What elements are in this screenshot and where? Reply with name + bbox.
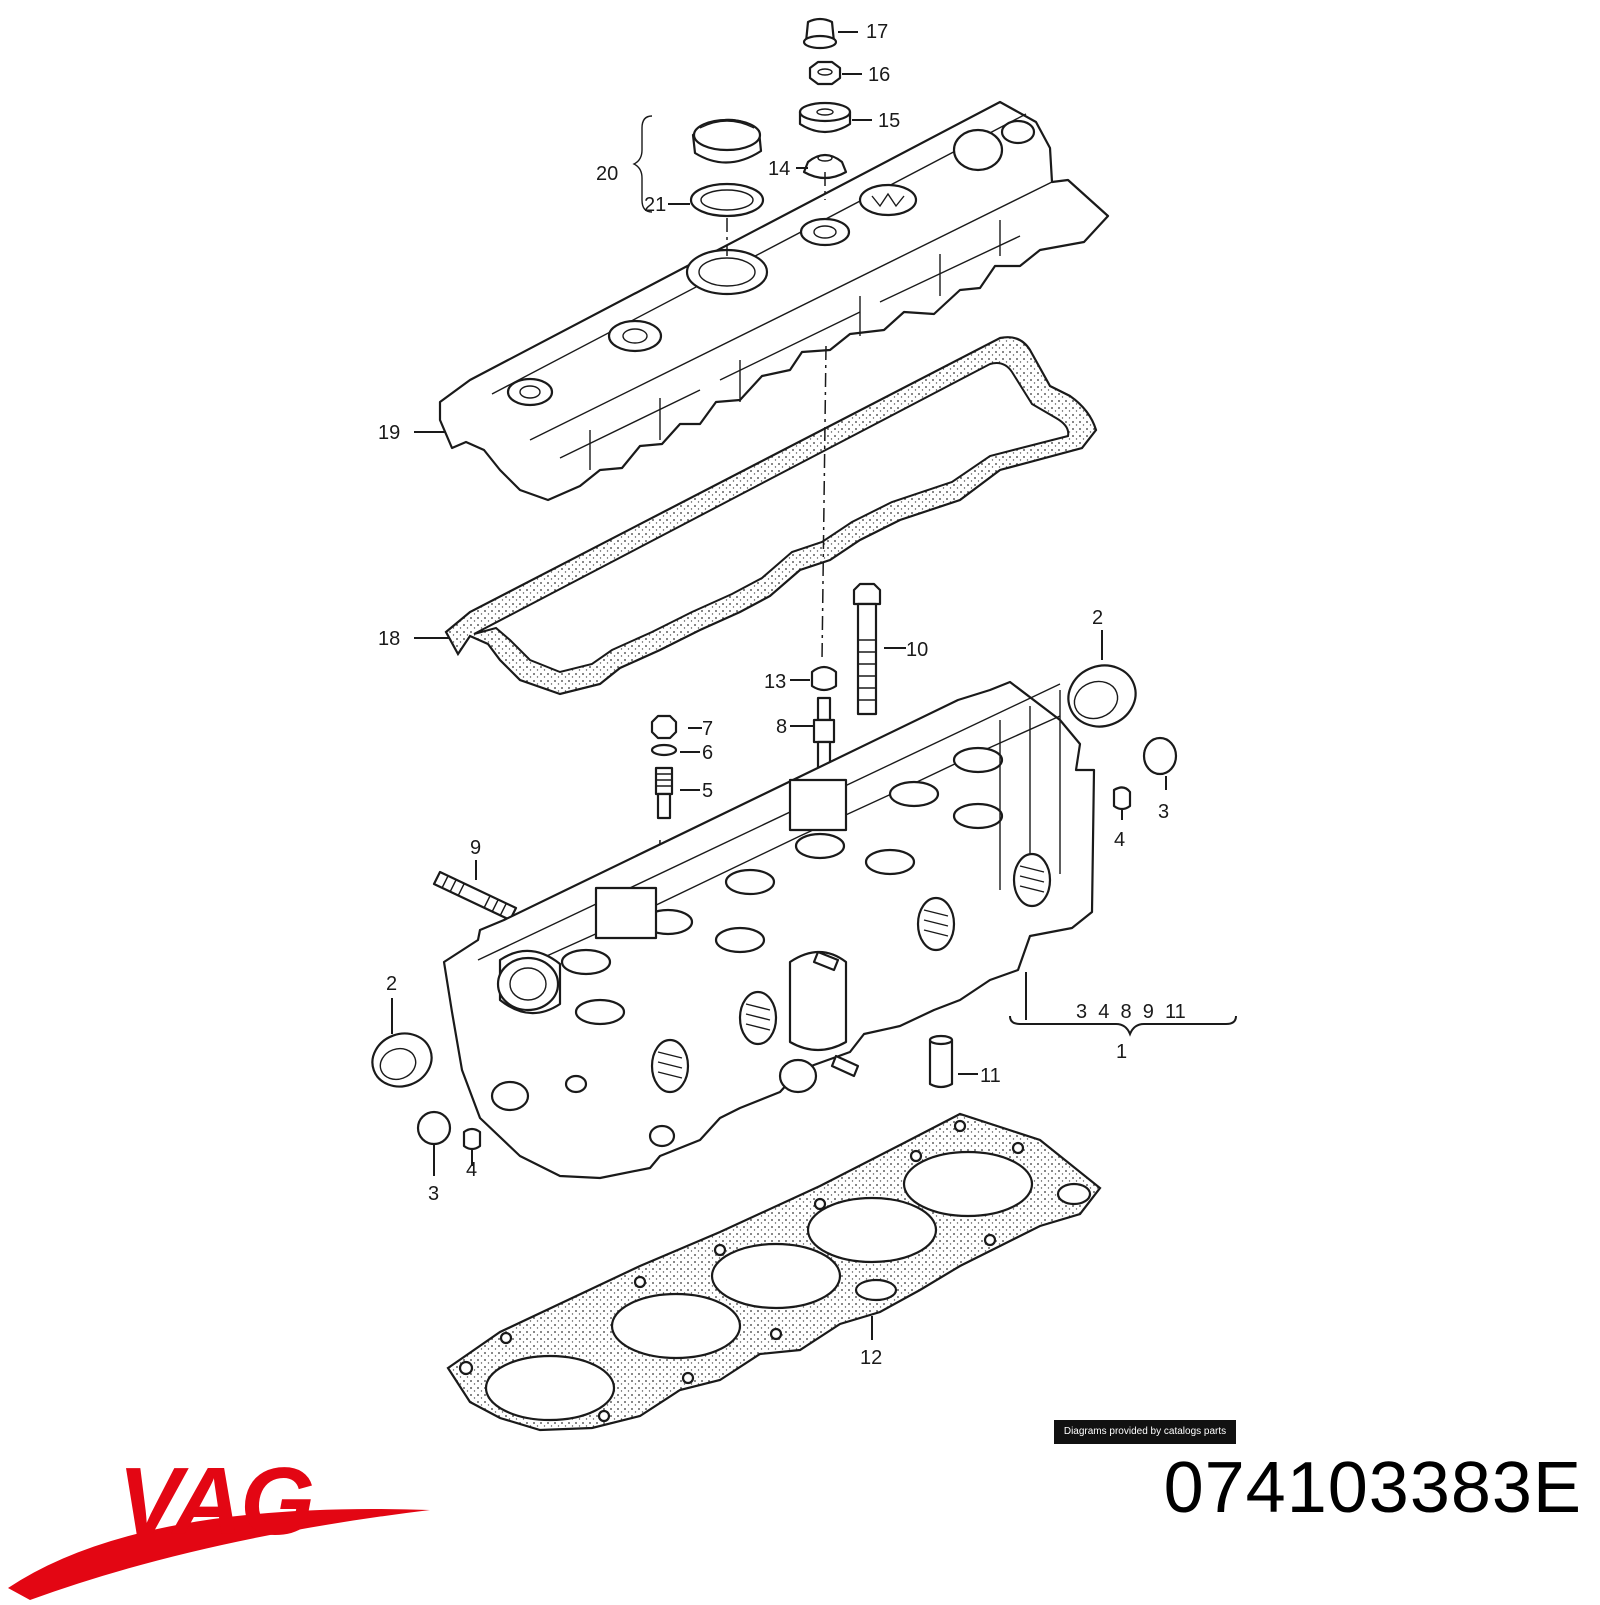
callout-12: 12 [860, 1347, 882, 1369]
pin-left [462, 1127, 482, 1151]
plug-right [1142, 736, 1178, 776]
callout-20: 20 [596, 163, 618, 185]
bracket-20-21 [632, 115, 653, 213]
diagram-credit-badge: Diagrams provided by catalogs parts [1054, 1420, 1236, 1444]
oil-seal-right [1067, 664, 1137, 728]
callout-11: 11 [980, 1065, 1001, 1087]
svg-text:VAG: VAG [118, 1448, 313, 1555]
cylinder-head-bolt [852, 582, 882, 716]
stud-5 [654, 766, 674, 820]
cap-17 [802, 17, 838, 50]
oil-seal-left [371, 1032, 433, 1088]
plug-left [416, 1110, 452, 1146]
head-gasket [446, 1112, 1102, 1432]
callout-15: 15 [878, 110, 900, 132]
callout-18: 18 [378, 628, 400, 650]
callout-3-left: 3 [428, 1183, 439, 1205]
callout-10: 10 [906, 639, 928, 661]
callout-4-right: 4 [1114, 829, 1125, 851]
grommet-14 [802, 153, 848, 180]
callout-17: 17 [866, 21, 888, 43]
callout-3-right: 3 [1158, 801, 1169, 823]
group-callout-list: 3 4 8 9 11 [1076, 1001, 1186, 1023]
cap-nut-13 [810, 665, 838, 692]
cylinder-head [442, 680, 1096, 1180]
leader-lines [391, 31, 1237, 1340]
callout-19: 19 [378, 422, 400, 444]
valve-cover-gasket [444, 336, 1098, 696]
callout-8: 8 [776, 716, 787, 738]
oil-filler-cap [691, 118, 763, 164]
callout-9: 9 [470, 837, 481, 859]
callout-2-left: 2 [386, 973, 397, 995]
part-number: 074103383E [1163, 1448, 1582, 1528]
callout-16: 16 [868, 64, 890, 86]
callout-13: 13 [764, 671, 786, 693]
washer-15 [798, 101, 852, 134]
callout-7: 7 [702, 718, 713, 740]
pin-right [1112, 786, 1132, 811]
callout-1: 1 [1116, 1041, 1127, 1063]
callout-5: 5 [702, 780, 713, 802]
callout-6: 6 [702, 742, 713, 764]
nut-7 [650, 714, 678, 740]
nut-16 [808, 60, 842, 86]
washer-6 [650, 743, 678, 757]
filler-seal-ring [689, 182, 765, 218]
callout-4-left: 4 [466, 1159, 477, 1181]
callout-14: 14 [768, 158, 790, 180]
vag-logo: VAG [8, 1448, 430, 1600]
hydraulic-lifter [928, 1034, 954, 1089]
callout-2-right: 2 [1092, 607, 1103, 629]
callout-21: 21 [644, 194, 666, 216]
valve-cover [438, 100, 1110, 502]
